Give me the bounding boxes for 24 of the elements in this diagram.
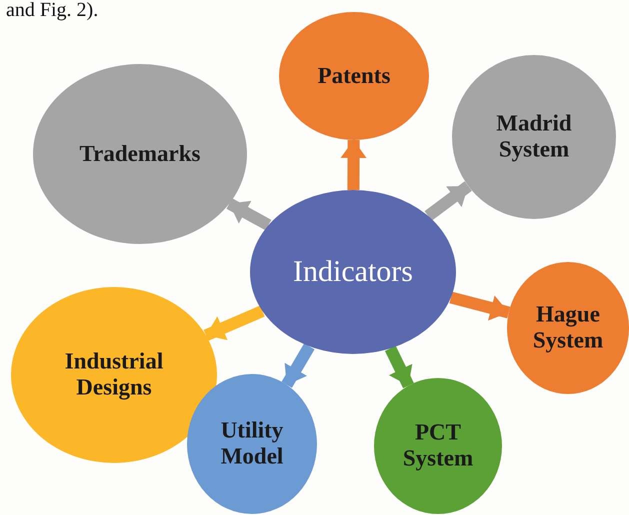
block-arrow <box>282 343 315 388</box>
block-arrow <box>424 181 472 221</box>
block-arrow <box>204 306 265 341</box>
node-label: Hague System <box>532 302 604 354</box>
ellipse-node <box>11 287 217 463</box>
ellipse-node <box>250 190 456 354</box>
caption-fragment: and Fig. 2). <box>6 0 98 20</box>
block-arrow <box>384 346 414 388</box>
ellipse-node <box>187 374 317 514</box>
node-label: Indicators <box>292 254 414 290</box>
ellipse-node <box>33 64 247 244</box>
ellipse-node <box>452 55 616 219</box>
ellipse-node <box>507 262 629 394</box>
block-arrow <box>226 198 272 230</box>
block-arrow <box>340 140 367 190</box>
node-label: PCT System <box>402 420 474 472</box>
ellipse-node <box>374 378 502 514</box>
node-label: Madrid System <box>495 110 573 164</box>
node-label: Industrial Designs <box>64 348 164 402</box>
block-arrow <box>449 292 510 321</box>
node-label: Trademarks <box>78 140 202 168</box>
ellipse-node <box>279 12 429 140</box>
node-label: Patents <box>316 62 392 90</box>
node-label: Utility Model <box>220 418 284 470</box>
